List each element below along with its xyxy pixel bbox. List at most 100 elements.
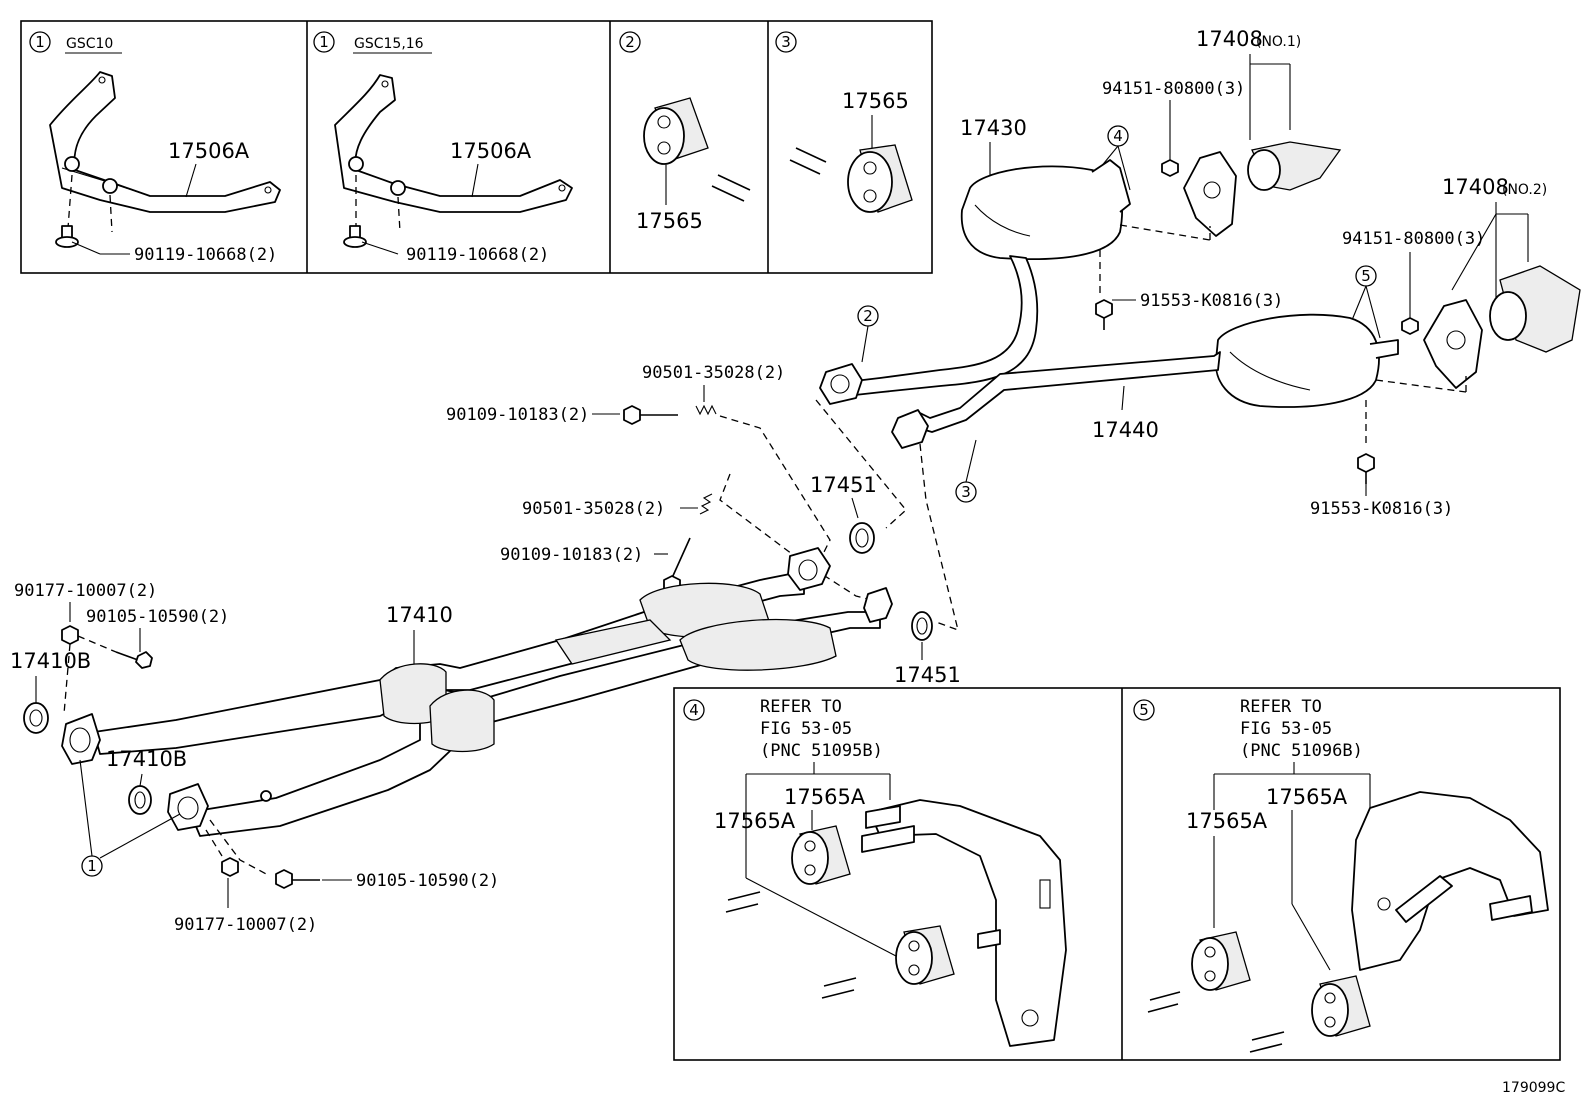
panel-4-refer-3: (PNC 51095B) (760, 741, 883, 761)
muffler-17440-group: 5 17440 91553-K0816(3) (917, 265, 1467, 519)
panel-1a-variant: GSC10 (66, 36, 113, 52)
bolt-mid-label: 90109-10183(2) (500, 545, 643, 565)
callout-4-upper: 4 (1113, 127, 1123, 145)
muffler-17430-icon (845, 159, 1131, 397)
muffler-17430-group: 17430 4 91553-K0816(3) (845, 116, 1283, 397)
bolt-upper-label: 91553-K0816(3) (1140, 291, 1283, 311)
panel-4-part-b: 17565A (714, 809, 796, 833)
bracket-17408-no1-icon (1183, 141, 1342, 237)
rubber-hanger-17565a-icon (1311, 975, 1371, 1037)
panel-3-marker: 3 (781, 33, 791, 51)
spring-top-label: 90501-35028(2) (642, 363, 785, 383)
panel-4-part-a: 17565A (784, 785, 866, 809)
spring-icon (695, 404, 717, 416)
panel-2: 2 17565 (619, 31, 751, 233)
panel-1b-part-label: 17506A (450, 139, 532, 163)
gasket-17451-upper: 17451 (810, 399, 907, 554)
panel-3-part-label: 17565 (842, 89, 909, 113)
panel-5-part-b: 17565A (1186, 809, 1268, 833)
callout-3-pipe: 3 (891, 409, 977, 503)
panel-4-refer-1: REFER TO (760, 697, 842, 717)
bottom-inset-frame (673, 687, 1561, 1061)
gasket-17451-lower: 17451 (894, 443, 961, 687)
panel-5-refer-3: (PNC 51096B) (1240, 741, 1363, 761)
panel-1b-bolt-label: 90119-10668(2) (406, 245, 549, 265)
spring-mid-label: 90501-35028(2) (522, 499, 665, 519)
front-pipe-17410-icon (61, 547, 893, 837)
panel-2-part-label: 17565 (636, 209, 703, 233)
panel-1b-marker: 1 (319, 33, 329, 51)
nut-icon (1161, 159, 1179, 177)
callout-3-label: 3 (961, 483, 971, 501)
panel-1b: 1 GSC15,16 17506A 90119-10668(2) (313, 31, 573, 265)
bracket-no1-group: 17408 (NO.1) 94151-80800(3) (1102, 27, 1342, 237)
bolt-left-bottom-label: 90105-10590(2) (356, 871, 499, 891)
callout-2-pipe: 2 (819, 305, 879, 405)
figure-id: 179099C (1502, 1080, 1565, 1096)
nut-icon (61, 625, 79, 645)
bolt-top-label: 90109-10183(2) (446, 405, 589, 425)
callout-1-left: 1 (87, 857, 97, 875)
nut-left-bottom-label: 90177-10007(2) (174, 915, 317, 935)
bracket-17506a-gsc10 (49, 71, 281, 213)
panel-5-refer-1: REFER TO (1240, 697, 1322, 717)
bolt-90109-icon (623, 405, 678, 425)
panel-4-marker: 4 (689, 701, 699, 719)
nut-icon (1401, 317, 1419, 335)
nut-no1-label: 94151-80800(3) (1102, 79, 1245, 99)
bolt-90105-icon (275, 869, 320, 889)
bolt-lower-label: 91553-K0816(3) (1310, 499, 1453, 519)
gasket-upper-label: 17451 (810, 473, 877, 497)
bracket-hanger-panel-5-icon (1351, 791, 1549, 971)
panel-2-marker: 2 (625, 33, 635, 51)
gasket-lower-label: 17451 (894, 663, 961, 687)
gasket-left2-label: 17410B (106, 747, 187, 771)
panel-3: 3 17565 (775, 31, 913, 213)
panel-5-marker: 5 (1139, 701, 1149, 719)
panel-5: 5 REFER TO FIG 53-05 (PNC 51096B) 17565A… (1133, 697, 1549, 1053)
rubber-hanger-17565-icon (847, 144, 913, 213)
bracket-no2-suffix: (NO.2) (1502, 182, 1547, 198)
bolt-91553-icon (1095, 299, 1113, 330)
muffler-lower-label: 17440 (1092, 418, 1159, 442)
bracket-17408-no2-icon (1423, 265, 1581, 389)
rubber-hanger-17565-icon (643, 97, 709, 165)
panel-1a-part-label: 17506A (168, 139, 250, 163)
front-pipe-17410-group: 17410 (61, 547, 893, 837)
bolt-91553-icon (1357, 453, 1375, 484)
bolt-left-top-label: 90105-10590(2) (86, 607, 229, 627)
rubber-hanger-17565a-icon (1191, 931, 1251, 991)
bracket-no1-label: 17408 (1196, 27, 1263, 51)
front-pipe-label: 17410 (386, 603, 453, 627)
bracket-hanger-panel-4-icon (861, 799, 1067, 1047)
panel-1b-variant: GSC15,16 (354, 36, 424, 52)
panel-1a: 1 GSC10 17506A 90119-10668(2) (29, 31, 281, 265)
pin-icon (711, 174, 751, 202)
bracket-no2-label: 17408 (1442, 175, 1509, 199)
nut-left-top-label: 90177-10007(2) (14, 581, 157, 601)
top-inset-frame (20, 20, 933, 274)
rubber-hanger-17565a-icon (895, 925, 955, 985)
panel-5-refer-2: FIG 53-05 (1240, 719, 1332, 739)
bracket-17506a-gsc15 (334, 74, 573, 213)
bolt-90119-icon (55, 225, 79, 248)
bracket-no2-group: 17408 (NO.2) 94151-80800(3) (1342, 175, 1581, 389)
bracket-no1-suffix: (NO.1) (1256, 34, 1301, 50)
pin-icon (789, 147, 827, 175)
gasket-left-label: 17410B (10, 649, 91, 673)
left-fasteners: 90177-10007(2) 90105-10590(2) 17410B 174… (10, 581, 499, 935)
spring-icon (699, 493, 713, 515)
callout-5-upper: 5 (1361, 267, 1371, 285)
nut-no2-label: 94151-80800(3) (1342, 229, 1485, 249)
bolt-90105-icon (115, 651, 153, 669)
panel-1a-marker: 1 (35, 33, 45, 51)
bolt-90119-icon (343, 225, 367, 248)
panel-1a-bolt-label: 90119-10668(2) (134, 245, 277, 265)
fastener-group-top: 90501-35028(2) 90109-10183(2) (446, 363, 831, 561)
pin-icon (1147, 991, 1285, 1053)
panel-4: 4 REFER TO FIG 53-05 (PNC 51095B) 17565A… (683, 697, 1067, 1047)
fastener-group-mid: 90501-35028(2) 90109-10183(2) (500, 473, 881, 603)
panel-5-part-a: 17565A (1266, 785, 1348, 809)
rubber-hanger-17565a-icon (791, 825, 851, 885)
